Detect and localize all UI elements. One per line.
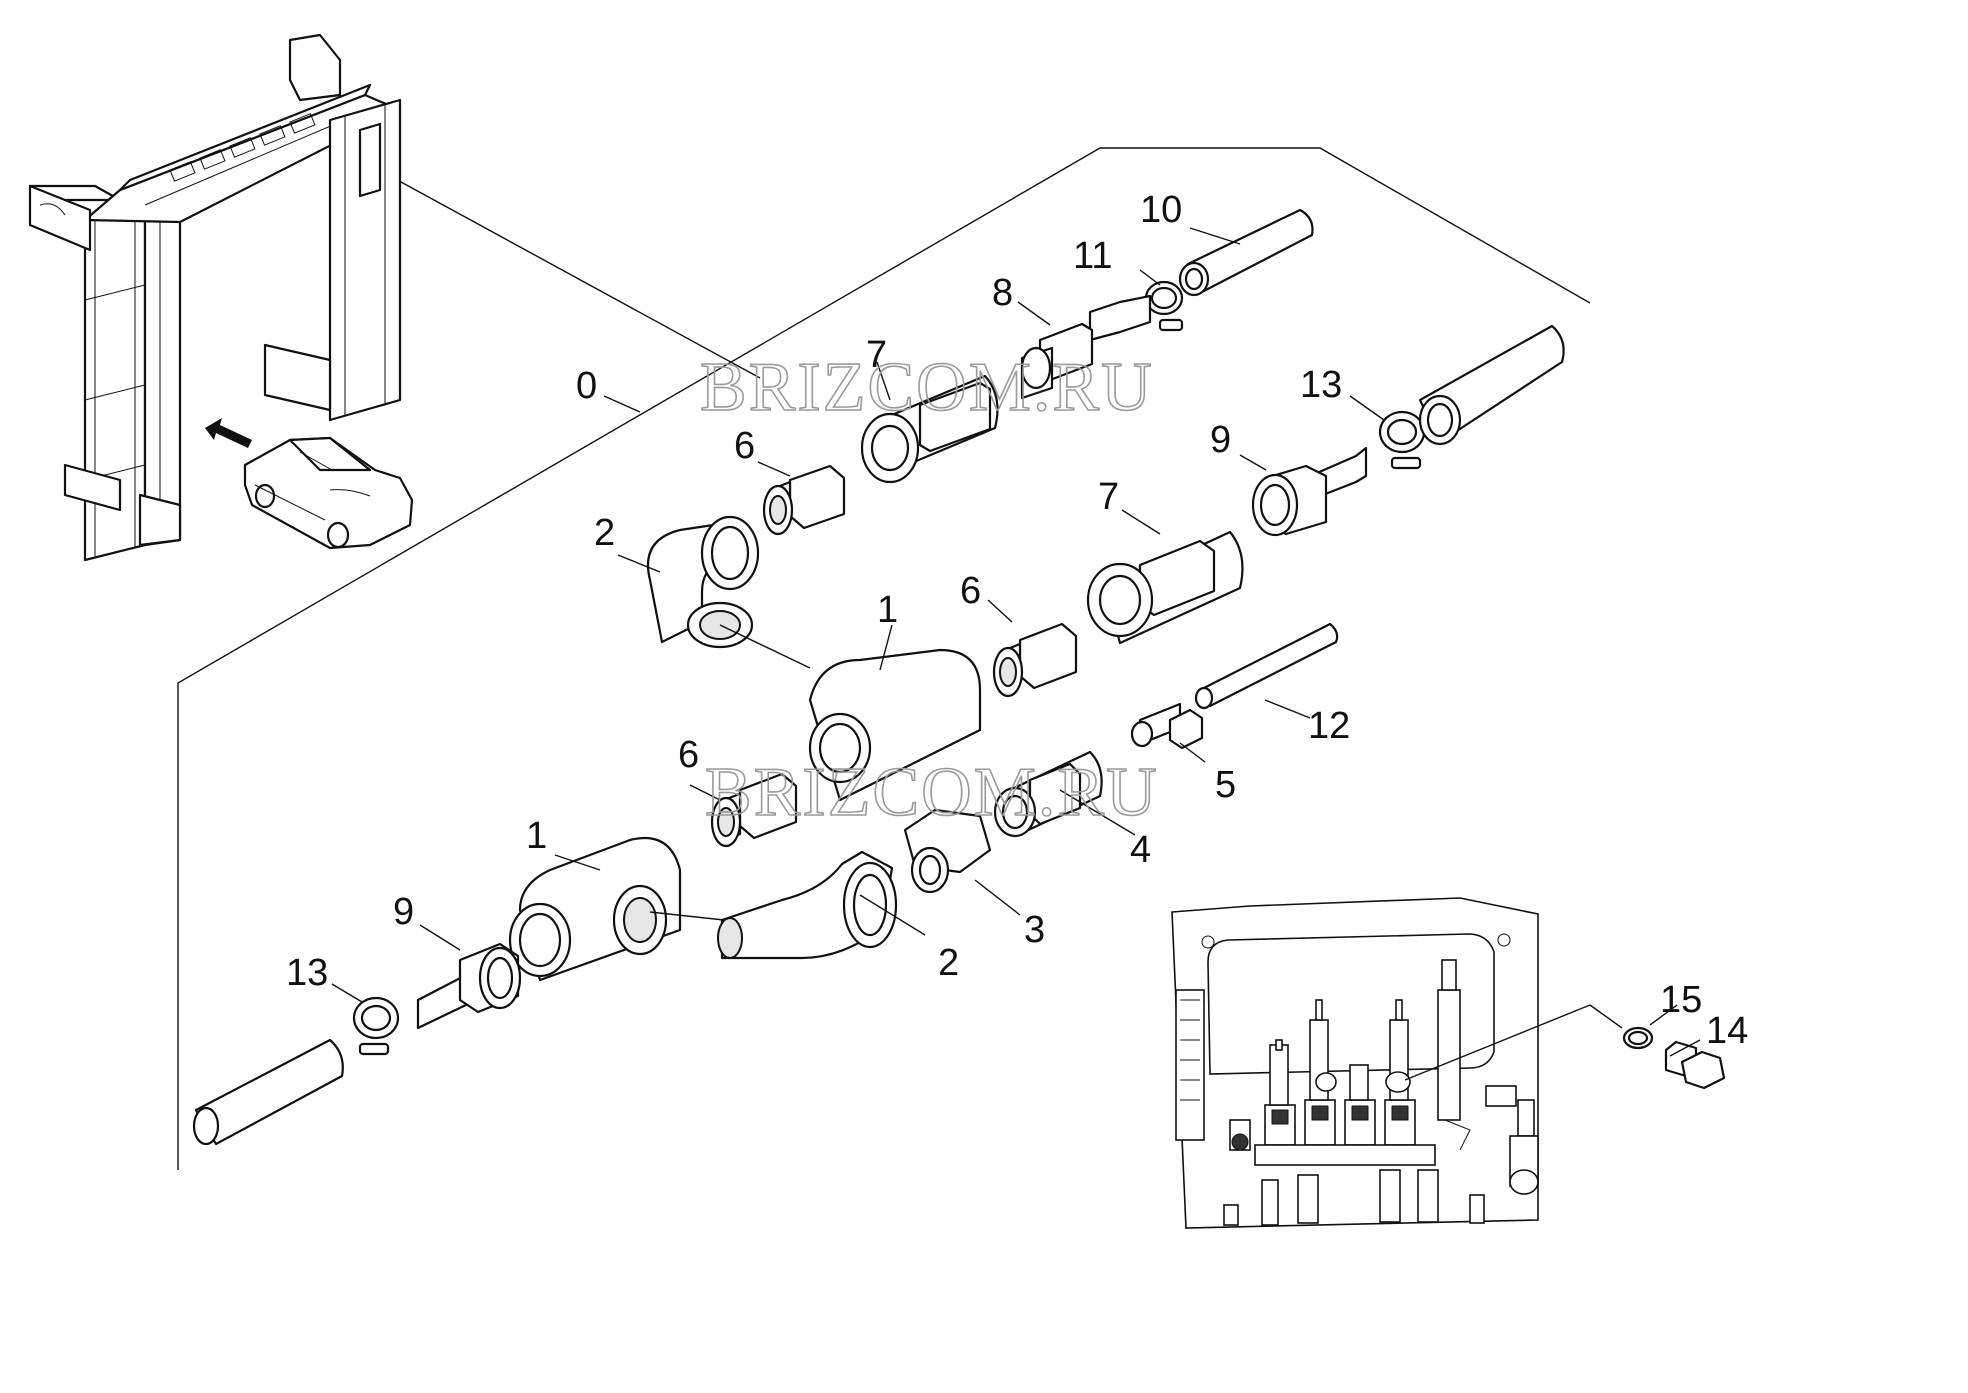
- callout-8: 8: [992, 272, 1013, 314]
- hose-barb-part-9a: [1251, 446, 1368, 537]
- check-valve-part-7b: [1086, 530, 1244, 645]
- callout-9: 9: [1210, 419, 1231, 461]
- car-icon: [243, 436, 414, 550]
- callout-11: 11: [1073, 235, 1112, 277]
- callout-6: 6: [960, 570, 981, 612]
- tube-part-12: [1194, 622, 1339, 710]
- nipple-part-5: [1130, 702, 1204, 750]
- hose-lower-left: [192, 1038, 344, 1146]
- callout-10: 10: [1140, 189, 1182, 231]
- hose-clamp-part-13a: [1378, 410, 1426, 470]
- hose-upper-right: [1418, 324, 1565, 446]
- callout-4: 4: [1130, 829, 1151, 871]
- callout-5: 5: [1215, 764, 1236, 806]
- hose-part-10: [1178, 208, 1314, 297]
- plug-part-14: [1664, 1040, 1726, 1090]
- callout-12: 12: [1308, 705, 1350, 747]
- hex-nipple-part-6a: [762, 464, 846, 536]
- hex-nipple-part-6c: [710, 772, 798, 848]
- direction-arrow-icon: [205, 418, 252, 448]
- callout-13: 13: [1300, 364, 1342, 406]
- callout-9: 9: [393, 891, 414, 933]
- callout-7: 7: [1098, 476, 1119, 518]
- callout-6: 6: [678, 734, 699, 776]
- hose-clamp-part-11: [1144, 280, 1184, 332]
- tee-part-1b: [508, 836, 682, 982]
- leader-lines: [331, 227, 1701, 1057]
- hex-nipple-part-6b: [992, 622, 1078, 698]
- watermark-top: BRIZCOM.RU: [700, 349, 1154, 426]
- hose-barb-part-9b: [416, 942, 522, 1030]
- elbow-part-2b: [717, 850, 898, 960]
- check-valve-part-7a: [860, 374, 999, 484]
- callout-2: 2: [938, 942, 959, 984]
- callout-15: 15: [1660, 979, 1702, 1021]
- callout-14: 14: [1706, 1010, 1748, 1052]
- valve-panel-icon: [1171, 897, 1623, 1229]
- callout-7: 7: [866, 334, 887, 376]
- exploded-view-frame: [177, 147, 1591, 1170]
- callout-2: 2: [594, 512, 615, 554]
- hex-bushing-part-3: [903, 808, 992, 894]
- hose-clamp-part-13b: [352, 996, 400, 1056]
- elbow-part-2a: [646, 515, 760, 649]
- reducer-part-4: [993, 750, 1103, 838]
- callout-3: 3: [1024, 909, 1045, 951]
- callout-6: 6: [734, 425, 755, 467]
- callout-1: 1: [526, 815, 547, 857]
- watermark-bottom: BRIZCOM.RU: [705, 754, 1159, 831]
- callouts: 0 1 1 2 2 3 4 5 6 6 6 7 7 8 9 9 10 11 12…: [286, 189, 1748, 1052]
- callout-1: 1: [877, 589, 898, 631]
- tee-part-1a: [808, 648, 982, 802]
- hose-nipple-part-8: [1020, 294, 1152, 400]
- callout-0: 0: [576, 365, 597, 407]
- callout-13: 13: [286, 952, 328, 994]
- car-wash-gantry-icon: [28, 33, 402, 562]
- o-ring-part-15: [1622, 1026, 1654, 1050]
